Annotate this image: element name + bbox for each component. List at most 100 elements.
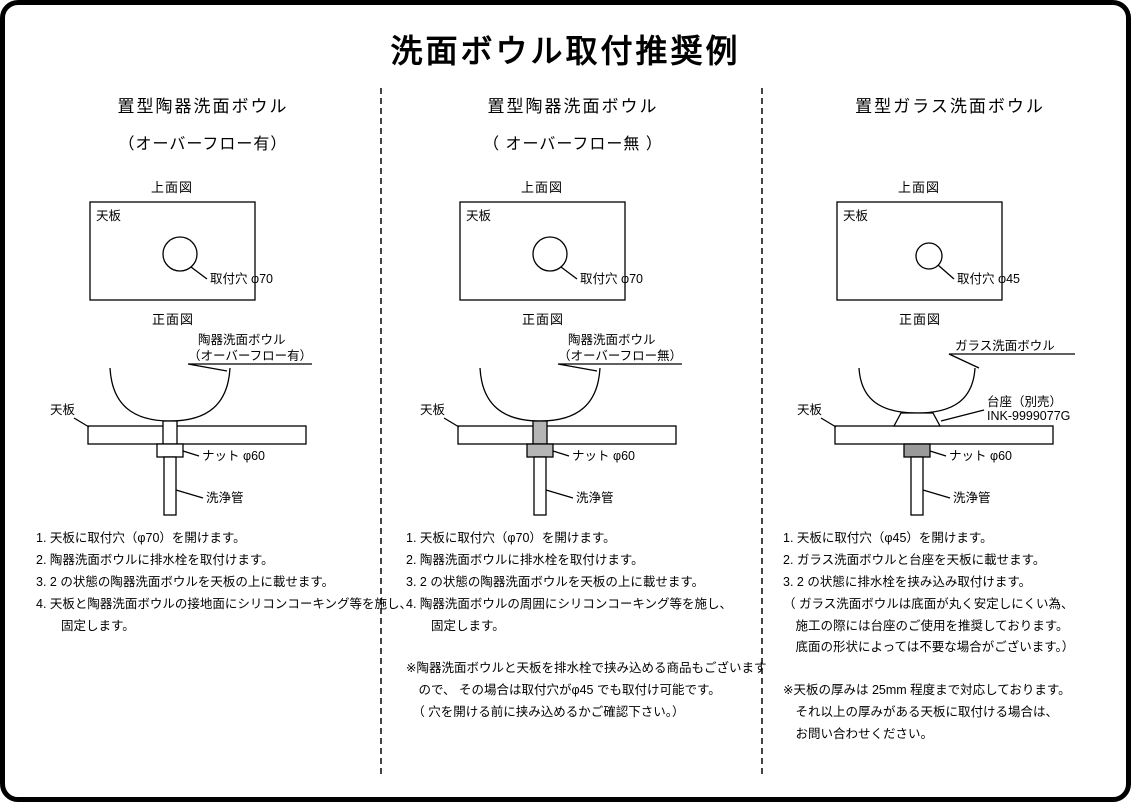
front-view-label: 正面図 bbox=[899, 312, 941, 327]
installation-steps: 1. 天板に取付穴（φ70）を開けます。 2. 陶器洗面ボウルに排水栓を取付けます… bbox=[36, 528, 413, 637]
instructions-block: 1. 天板に取付穴（φ70）を開けます。 2. 陶器洗面ボウルに排水栓を取付けます… bbox=[406, 528, 766, 724]
hole-label: 取付穴 φ45 bbox=[957, 271, 1020, 286]
note-line: ので、 その場合は取付穴がφ45 でも取付け可能です。 bbox=[406, 683, 721, 698]
installation-steps: 1. 天板に取付穴（φ70）を開けます。 2. 陶器洗面ボウルに排水栓を取付けます… bbox=[406, 528, 748, 637]
drain-fitting bbox=[532, 420, 548, 445]
countertop-label: 天板 bbox=[466, 209, 492, 223]
nut-leader-line bbox=[929, 450, 947, 457]
step-line: 3. 2 の状態の陶器洗面ボウルを天板の上に載せます。 bbox=[36, 574, 335, 589]
step-line: 2. ガラス洗面ボウルと台座を天板に載せます。 bbox=[783, 552, 1046, 567]
installation-steps: 1. 天板に取付穴（φ45）を開けます。 2. ガラス洗面ボウルと台座を天板に載せ… bbox=[783, 528, 1125, 659]
bowl-label-line2: （オーバーフロー有） bbox=[188, 349, 312, 363]
top-view-diagram: 上面図 天板 取付穴 φ70 bbox=[459, 180, 643, 301]
mounting-hole bbox=[162, 236, 198, 272]
step-line: 2. 陶器洗面ボウルに排水栓を取付けます。 bbox=[406, 552, 644, 567]
step-line: 4. 天板と陶器洗面ボウルの接地面にシリコンコーキング等を施し、 bbox=[36, 596, 413, 611]
top-view-diagram: 上面図 天板 取付穴 φ70 bbox=[89, 180, 273, 301]
pipe-leader-line bbox=[175, 489, 204, 499]
bowl-leader-line bbox=[948, 353, 1075, 369]
countertop-bar bbox=[457, 425, 677, 445]
page-title: 洗面ボウル取付推奨例 bbox=[390, 33, 741, 69]
column-ceramic-no-overflow: 置型陶器洗面ボウル （ オーバーフロー無 ） 上面図 天板 取付穴 φ70 正面… bbox=[398, 88, 766, 783]
pipe-label: 洗浄管 bbox=[206, 490, 244, 505]
countertop-bar bbox=[834, 425, 1054, 445]
column-heading: 置型陶器洗面ボウル bbox=[117, 97, 289, 116]
mounting-hole bbox=[532, 236, 568, 272]
drain-nut bbox=[526, 443, 554, 458]
front-view-label: 正面図 bbox=[152, 312, 194, 327]
column-subheading: （ オーバーフロー無 ） bbox=[483, 136, 663, 153]
drain-fitting bbox=[162, 420, 178, 445]
step-line: 1. 天板に取付穴（φ70）を開けます。 bbox=[406, 531, 616, 545]
notes: ※天板の厚みは 25mm 程度まで対応しております。 それ以上の厚みがある天板に… bbox=[783, 680, 1125, 746]
column-divider bbox=[761, 88, 763, 774]
note-line: お問い合わせください。 bbox=[783, 727, 934, 741]
pipe-label: 洗浄管 bbox=[953, 490, 991, 505]
bowl-outline bbox=[858, 367, 976, 414]
bowl-leader-line bbox=[557, 363, 682, 372]
notes: ※陶器洗面ボウルと天板を排水栓で挟み込める商品もございます ので、 その場合は取… bbox=[406, 658, 766, 724]
board-label: 天板 bbox=[420, 403, 446, 417]
pipe-leader-line bbox=[922, 489, 951, 499]
step-line: 4. 陶器洗面ボウルの周囲にシリコンコーキング等を施し、 bbox=[406, 596, 733, 611]
step-line: 1. 天板に取付穴（φ70）を開けます。 bbox=[36, 531, 246, 545]
column-glass-bowl: 置型ガラス洗面ボウル 上面図 天板 取付穴 φ45 正面図 ガラス洗面ボウル 台… bbox=[775, 88, 1125, 783]
drain-nut bbox=[156, 443, 184, 458]
step-line: 3. 2 の状態の陶器洗面ボウルを天板の上に載せます。 bbox=[406, 574, 705, 589]
step-line: 固定します。 bbox=[406, 618, 505, 633]
bowl-label-line2: （オーバーフロー無） bbox=[558, 348, 682, 363]
column-subheading: （オーバーフロー有） bbox=[118, 136, 288, 153]
top-view-label: 上面図 bbox=[898, 180, 940, 195]
board-leader-line bbox=[443, 417, 460, 428]
instructions-block: 1. 天板に取付穴（φ70）を開けます。 2. 陶器洗面ボウルに排水栓を取付けます… bbox=[36, 528, 413, 658]
note-line: ※天板の厚みは 25mm 程度まで対応しております。 bbox=[783, 683, 1071, 698]
mounting-hole bbox=[915, 242, 943, 270]
top-view-diagram: 上面図 天板 取付穴 φ45 bbox=[836, 180, 1020, 301]
drain-pipe bbox=[910, 456, 924, 516]
bowl-label-line1: 陶器洗面ボウル bbox=[198, 332, 286, 347]
note-line: （ 穴を開ける前に挟み込めるかご確認下さい。） bbox=[406, 705, 685, 720]
pedestal-label-line1: 台座（別売） bbox=[987, 394, 1062, 409]
bowl-label-line1: ガラス洗面ボウル bbox=[955, 339, 1055, 353]
countertop-bar bbox=[87, 425, 307, 445]
pedestal-leader-line bbox=[940, 409, 985, 422]
step-line: 1. 天板に取付穴（φ45）を開けます。 bbox=[783, 531, 993, 545]
drain-nut bbox=[903, 443, 931, 458]
hole-leader-line bbox=[560, 266, 578, 280]
instructions-block: 1. 天板に取付穴（φ45）を開けます。 2. ガラス洗面ボウルと台座を天板に載せ… bbox=[783, 528, 1125, 746]
column-heading: 置型ガラス洗面ボウル bbox=[855, 97, 1045, 116]
step-line: 固定します。 bbox=[36, 618, 135, 633]
board-label: 天板 bbox=[50, 403, 76, 417]
step-line: 底面の形状によっては不要な場合がございます。） bbox=[783, 640, 1075, 655]
bowl-outline bbox=[479, 367, 601, 422]
front-view-diagram: 正面図 陶器洗面ボウル （オーバーフロー無） 天板 ナット φ60 洗浄管 bbox=[420, 312, 682, 516]
pipe-label: 洗浄管 bbox=[576, 490, 614, 505]
note-line: それ以上の厚みがある天板に取付ける場合は、 bbox=[783, 705, 1059, 720]
drain-pipe bbox=[163, 456, 177, 516]
nut-label: ナット φ60 bbox=[202, 449, 265, 463]
column-divider bbox=[380, 88, 382, 774]
nut-leader-line bbox=[552, 450, 570, 457]
hole-leader-line bbox=[937, 264, 955, 280]
front-view-label: 正面図 bbox=[522, 312, 564, 327]
countertop-outline bbox=[89, 201, 256, 301]
step-line: 2. 陶器洗面ボウルに排水栓を取付けます。 bbox=[36, 552, 274, 567]
countertop-label: 天板 bbox=[96, 209, 122, 223]
drain-pipe bbox=[533, 456, 547, 516]
board-leader-line bbox=[820, 417, 837, 428]
pedestal-label-line2: INK-9999077G bbox=[987, 409, 1070, 423]
nut-label: ナット φ60 bbox=[572, 449, 635, 463]
front-view-diagram: 正面図 ガラス洗面ボウル 台座（別売） INK-9999077G 天板 ナット … bbox=[797, 312, 1075, 516]
board-label: 天板 bbox=[797, 403, 823, 417]
pipe-leader-line bbox=[545, 489, 574, 499]
hole-label: 取付穴 φ70 bbox=[580, 271, 643, 286]
hole-label: 取付穴 φ70 bbox=[210, 271, 273, 286]
step-line: 3. 2 の状態に排水栓を挟み込み取付けます。 bbox=[783, 574, 1032, 589]
hole-leader-line bbox=[190, 266, 208, 280]
step-line: 施工の際には台座のご使用を推奨しております。 bbox=[783, 618, 1069, 633]
top-view-label: 上面図 bbox=[521, 180, 563, 195]
nut-label: ナット φ60 bbox=[949, 449, 1012, 463]
countertop-outline bbox=[836, 201, 1003, 301]
countertop-label: 天板 bbox=[843, 209, 869, 223]
bowl-outline bbox=[109, 367, 231, 422]
